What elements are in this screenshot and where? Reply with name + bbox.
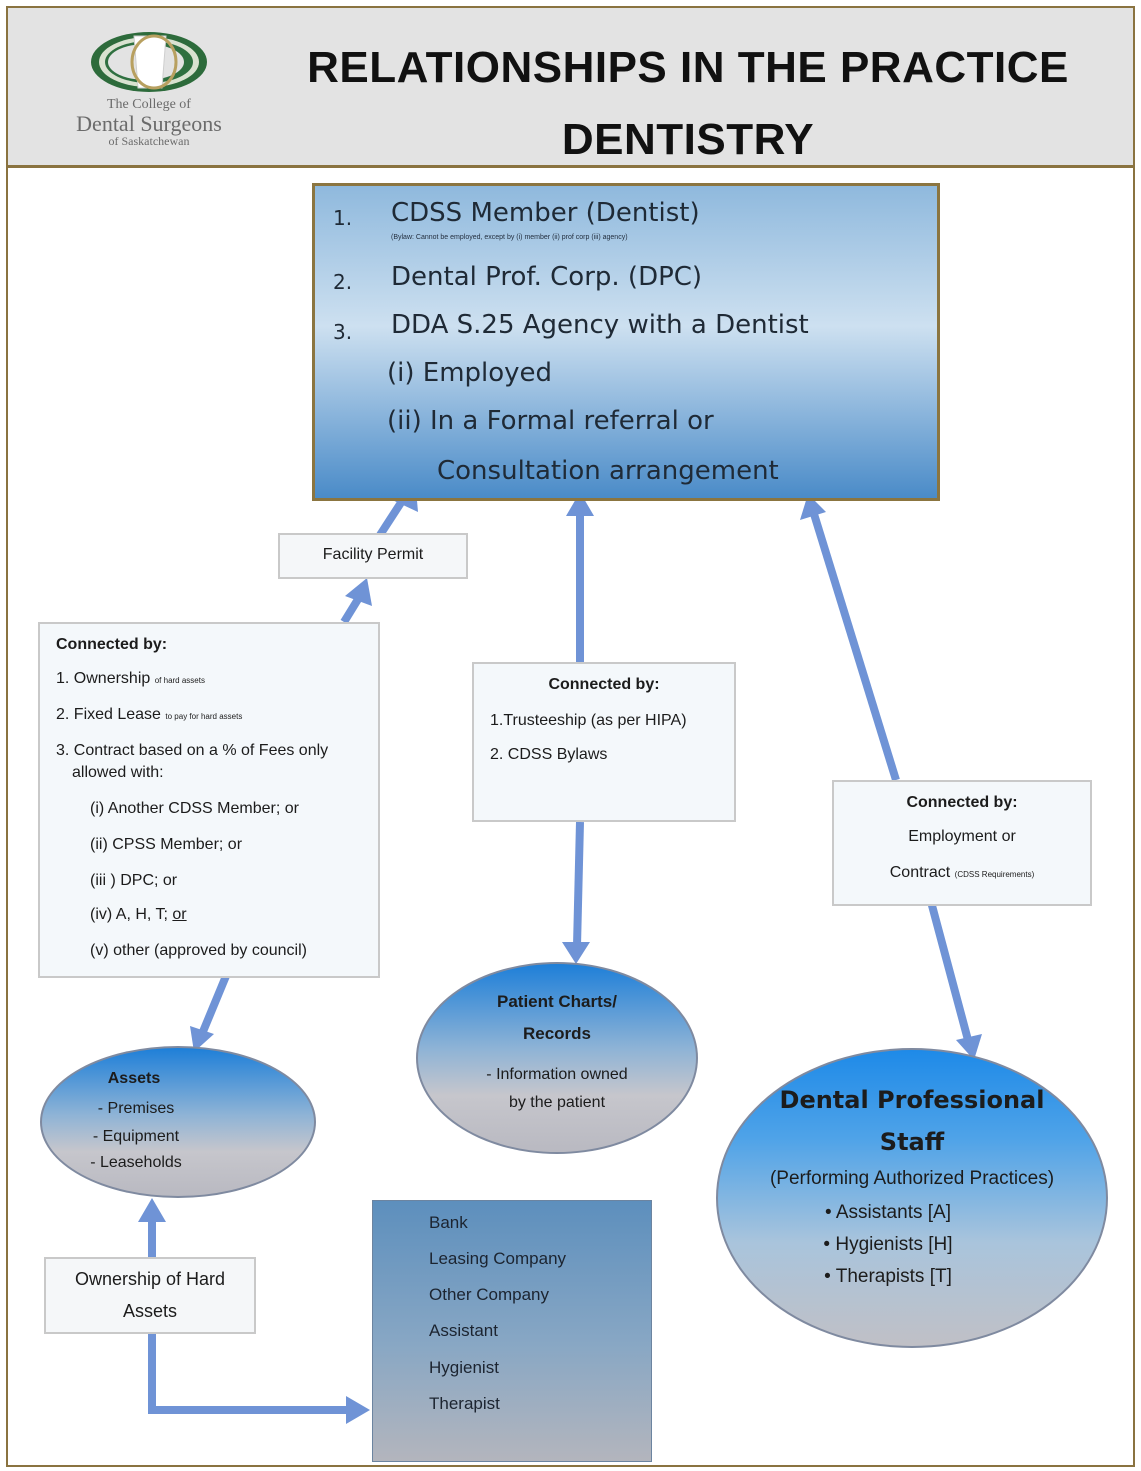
- lender-item-therapist: Therapist: [429, 1394, 500, 1413]
- staff-item-therapists: • Therapists [T]: [824, 1266, 952, 1287]
- lender-item-leasing-company: Leasing Company: [429, 1249, 567, 1268]
- right-line-employment: Employment or: [908, 828, 1016, 845]
- ownership-line-2: Assets: [122, 1301, 178, 1321]
- page-frame: [6, 6, 1135, 1467]
- lender-list-box: Bank Leasing Company Other Company Assis…: [372, 1200, 652, 1462]
- agency-consultation: Consultation arrangement: [437, 456, 779, 486]
- left-sub-iv: (iv) A, H, T; or: [90, 906, 187, 923]
- left-sub-ii: (ii) CPSS Member; or: [90, 836, 243, 853]
- staff-connection-box: Connected by: Employment or Contract (CD…: [832, 780, 1092, 906]
- assets-item-premises: - Premises: [97, 1100, 175, 1117]
- staff-ellipse: Dental Professional Staff (Performing Au…: [716, 1048, 1108, 1348]
- lender-item-other-company: Other Company: [429, 1285, 549, 1304]
- logo-emblem-icon: [91, 32, 207, 92]
- arrow-middle-to-charts: [573, 821, 584, 947]
- entity-cdss-member: CDSS Member (Dentist): [391, 198, 700, 228]
- lender-item-assistant: Assistant: [429, 1321, 498, 1340]
- lender-item-bank: Bank: [429, 1213, 468, 1232]
- left-sub-iii: (iii ) DPC; or: [90, 872, 178, 889]
- logo-line-1: The College of: [107, 97, 191, 112]
- right-line-contract: Contract (CDSS Requirements): [889, 864, 1035, 881]
- entity-number-1: 1.: [333, 206, 353, 230]
- staff-title-2: Staff: [879, 1128, 945, 1156]
- entity-number-3: 3.: [333, 320, 353, 344]
- left-sub-i: (i) Another CDSS Member; or: [90, 800, 299, 817]
- assets-item-equipment: - Equipment: [92, 1128, 180, 1145]
- facility-permit-box: Facility Permit: [278, 533, 468, 579]
- title-line-1: RELATIONSHIPS IN THE PRACTICE: [307, 43, 1069, 92]
- logo-line-3: of Saskatchewan: [108, 134, 190, 148]
- title-line-2: DENTISTRY: [561, 115, 815, 164]
- assets-title: Assets: [107, 1070, 161, 1087]
- charts-line-1: - Information owned: [486, 1066, 628, 1083]
- lender-item-hygienist: Hygienist: [429, 1358, 499, 1377]
- arrow-left-to-assets: [198, 974, 230, 1036]
- college-logo: The College of Dental Surgeons of Saskat…: [54, 30, 244, 160]
- logo-line-2: Dental Surgeons: [76, 111, 222, 136]
- bylaw-note: (Bylaw: Cannot be employed, except by (i…: [391, 234, 628, 241]
- arrow-right-to-top: [810, 512, 900, 782]
- left-item-lease: 2. Fixed Lease to pay for hard assets: [56, 706, 243, 723]
- agency-employed: (i) Employed: [387, 358, 553, 388]
- left-item-ownership: 1. Ownership of hard assets: [56, 670, 205, 687]
- left-item-contract-cont: allowed with:: [72, 764, 164, 781]
- left-item-contract: 3. Contract based on a % of Fees only: [56, 742, 329, 759]
- left-heading: Connected by:: [56, 636, 168, 653]
- page-title: RELATIONSHIPS IN THE PRACTICE DENTISTRY: [293, 32, 1083, 176]
- dentist-entities-box: 1. CDSS Member (Dentist) (Bylaw: Cannot …: [312, 183, 940, 501]
- assets-ellipse: Assets - Premises - Equipment - Leasehol…: [40, 1046, 316, 1198]
- facility-permit-label: Facility Permit: [322, 546, 424, 563]
- charts-title-1: Patient Charts/: [497, 992, 617, 1011]
- header-bar: The College of Dental Surgeons of Saskat…: [8, 8, 1133, 168]
- middle-heading: Connected by:: [548, 676, 660, 693]
- middle-item-bylaws: 2. CDSS Bylaws: [490, 746, 608, 763]
- assets-connection-box: Connected by: 1. Ownership of hard asset…: [38, 622, 380, 978]
- arrow-permit-to-top: [376, 495, 408, 538]
- staff-item-hygienists: • Hygienists [H]: [823, 1234, 953, 1255]
- ownership-line-1: Ownership of Hard: [74, 1269, 226, 1289]
- entity-number-2: 2.: [333, 270, 353, 294]
- assets-item-leaseholds: - Leaseholds: [90, 1154, 182, 1171]
- right-heading: Connected by:: [906, 794, 1018, 811]
- logo-text: The College of Dental Surgeons of Saskat…: [54, 97, 244, 148]
- patient-charts-ellipse: Patient Charts/ Records - Information ow…: [416, 962, 698, 1154]
- ownership-hard-assets-box: Ownership of Hard Assets: [44, 1257, 256, 1334]
- records-connection-box: Connected by: 1.Trusteeship (as per HIPA…: [472, 662, 736, 822]
- middle-item-trusteeship: 1.Trusteeship (as per HIPA): [490, 712, 687, 729]
- charts-title-2: Records: [522, 1024, 592, 1043]
- arrow-right-to-staff: [926, 896, 972, 1042]
- staff-item-assistants: • Assistants [A]: [825, 1202, 951, 1223]
- entity-dpc: Dental Prof. Corp. (DPC): [391, 262, 703, 292]
- entity-dda-agency: DDA S.25 Agency with a Dentist: [391, 310, 809, 340]
- left-sub-v: (v) other (approved by council): [90, 942, 307, 959]
- agency-referral: (ii) In a Formal referral or: [387, 406, 714, 436]
- arrow-ownership-to-list: [148, 1334, 348, 1414]
- staff-title-1: Dental Professional: [779, 1086, 1045, 1114]
- staff-subtitle: (Performing Authorized Practices): [769, 1168, 1055, 1189]
- charts-line-2: by the patient: [508, 1094, 606, 1111]
